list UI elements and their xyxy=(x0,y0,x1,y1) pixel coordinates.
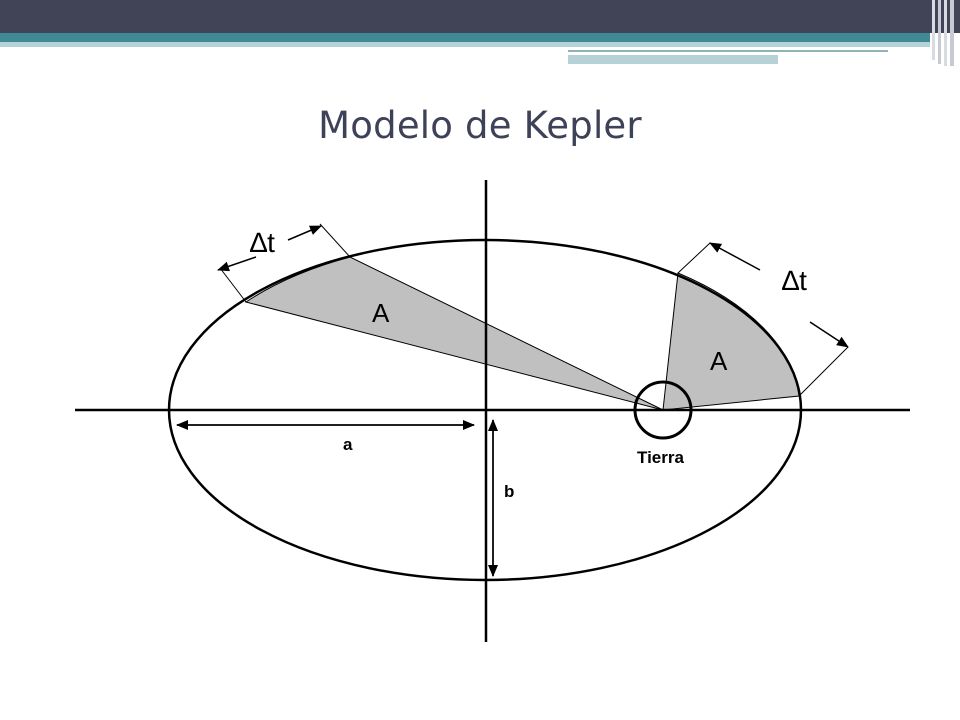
header-edge-stripe xyxy=(944,0,947,66)
semi-minor-label: b xyxy=(504,482,514,501)
delta-t-right-label: ∆t xyxy=(782,265,807,296)
semi-major-label: a xyxy=(343,435,353,454)
delta-t-right-arrow xyxy=(809,321,849,348)
header-teal-bar xyxy=(0,33,930,42)
delta-t-left-arrow xyxy=(287,225,322,241)
header-light-teal-bar xyxy=(0,42,930,47)
delta-t-left-extension xyxy=(219,267,247,303)
header-band xyxy=(0,0,960,66)
header-accent-line xyxy=(568,50,888,52)
area-label-right: A xyxy=(710,346,728,376)
slide-title: Modelo de Kepler xyxy=(318,104,642,147)
header-edge-stripe xyxy=(938,0,941,64)
sector-left xyxy=(244,256,664,411)
area-label-left: A xyxy=(372,298,390,328)
delta-t-right-extension xyxy=(798,346,849,397)
header-dark-bar xyxy=(0,0,960,33)
delta-t-left-arrow xyxy=(217,256,257,272)
header-accent-line-2 xyxy=(568,55,778,64)
header-edge-stripe xyxy=(950,0,954,66)
delta-t-right-arrow xyxy=(709,242,761,271)
delta-t-left-label: ∆t xyxy=(250,227,275,258)
header-edge-stripe xyxy=(932,0,935,60)
earth-circle xyxy=(633,380,693,440)
delta-t-left-extension xyxy=(319,223,351,258)
earth-label: Tierra xyxy=(637,448,684,467)
delta-t-right-extension xyxy=(677,242,711,274)
